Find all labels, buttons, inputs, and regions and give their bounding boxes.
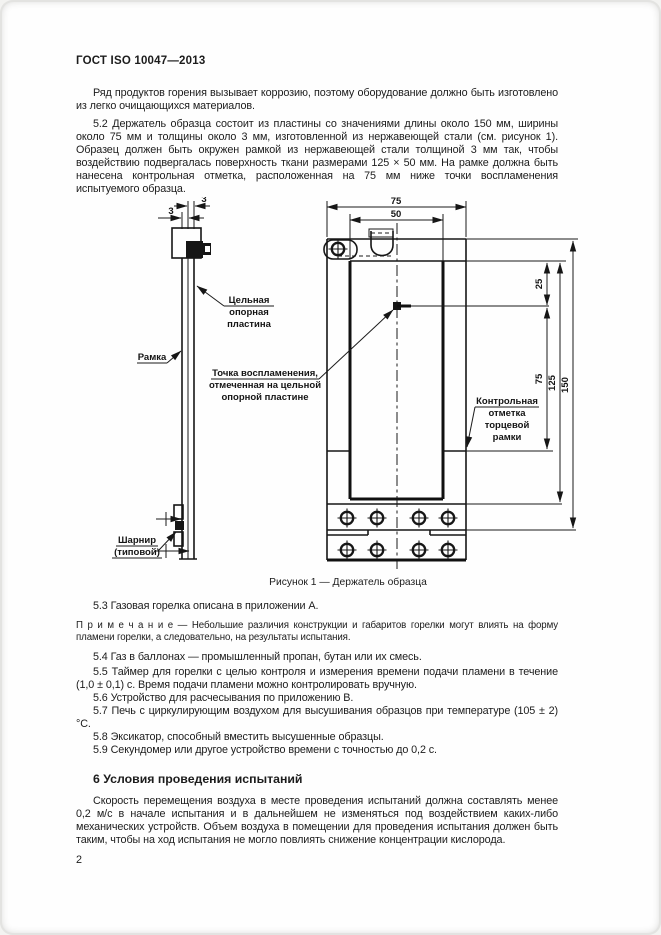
paragraph-intro: Ряд продуктов горения вызывает коррозию,… [76,87,558,112]
label-frame: Рамка [138,352,167,363]
document-content: ГОСТ ISO 10047—2013 Ряд продуктов горени… [76,0,578,866]
dim-50-width: 50 [391,209,402,220]
figure-front-view: 75 50 [323,197,578,569]
paragraph-6-intro: Скорость перемещения воздуха в месте про… [76,795,558,846]
figure-caption: Рисунок 1 — Держатель образца [269,577,427,588]
figure-side-view: 3 3 [156,197,211,560]
paragraph-5-9: 5.9 Секундомер или другое устройство вре… [93,744,437,756]
paragraph-5-7: 5.7 Печь с циркулирующим воздухом для вы… [76,705,558,730]
note-paragraph: П р и м е ч а н и е — Небольшие различия… [76,620,558,643]
paragraph-5-2: 5.2 Держатель образца состоит из пластин… [76,118,558,195]
svg-text:отметка: отметка [488,408,526,419]
page-number: 2 [76,854,83,866]
dim-75: 75 [534,373,545,384]
paragraph-5-5: 5.5 Таймер для горелки с целью контроля … [76,666,558,691]
figure-sample-holder: 3 3 [112,197,578,569]
svg-text:отмеченная на цельной: отмеченная на цельной [209,380,321,391]
svg-text:торцевой: торцевой [485,420,530,431]
paragraph-5-6: 5.6 Устройство для расчесывания по прило… [93,692,354,704]
svg-text:(типовой): (типовой) [114,547,160,558]
document-header: ГОСТ ISO 10047—2013 [76,55,206,67]
paragraph-5-4: 5.4 Газ в баллонах — промышленный пропан… [93,651,422,663]
dim-150: 150 [560,377,571,393]
svg-text:опорной пластине: опорной пластине [221,392,308,403]
label-control-mark: Контрольная [476,396,538,407]
svg-text:опорная: опорная [229,307,269,318]
paragraph-5-8: 5.8 Эксикатор, способный вместить высуше… [93,731,384,743]
figure-labels: Цельная опорная пластина Рамка Точка вос… [112,285,539,559]
label-ignition-point: Точка воспламенения, [212,368,318,379]
label-support-plate: Цельная [229,295,270,306]
dim-3-lower: 3 [168,206,173,217]
figure-dimensions: 25 75 125 150 [534,240,577,529]
dim-75-width: 75 [391,197,402,207]
svg-text:пластина: пластина [227,319,272,330]
paragraph-5-3: 5.3 Газовая горелка описана в приложении… [93,600,319,612]
dim-25: 25 [534,278,545,289]
section-6-heading: 6 Условия проведения испытаний [93,772,303,786]
dim-3-upper: 3 [201,197,206,205]
svg-text:рамки: рамки [493,432,522,443]
label-hinge: Шарнир [118,535,156,546]
dim-125: 125 [547,374,558,391]
